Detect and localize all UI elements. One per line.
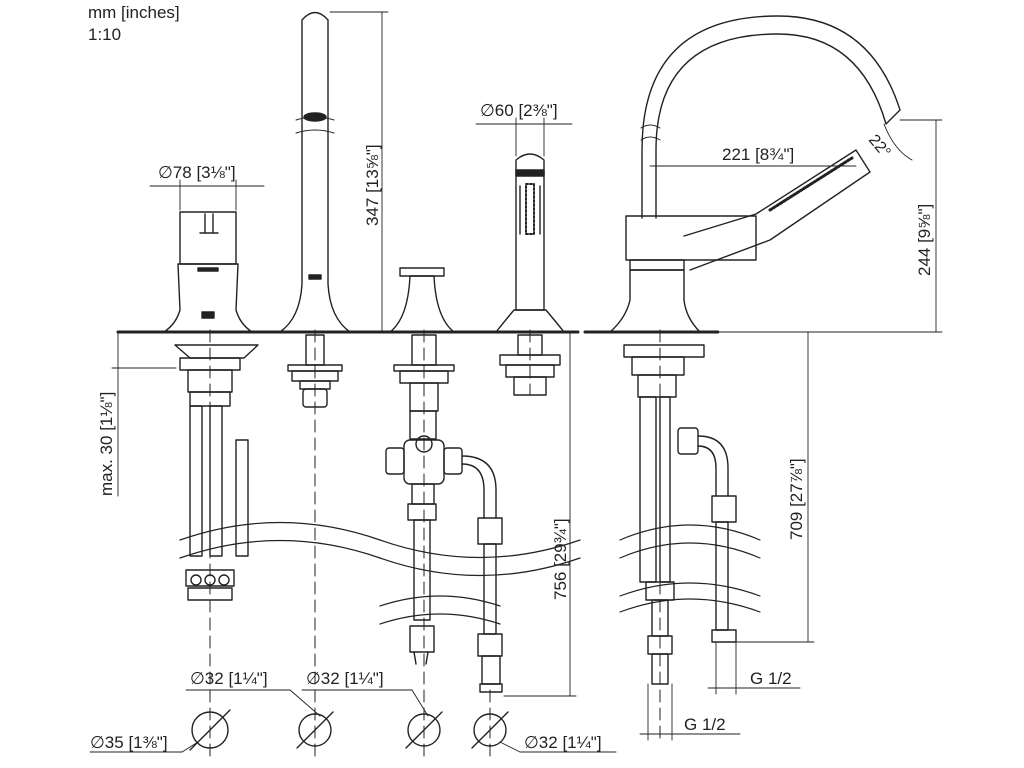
dim-diameter-32-b: ∅32 [1¼"] xyxy=(306,669,384,688)
dim-diameter-32-c: ∅32 [1¼"] xyxy=(524,733,602,752)
break-lines xyxy=(179,521,761,625)
dim-diameter-60: ∅60 [2⅜"] xyxy=(480,101,558,120)
dim-height-709: 709 [27⅞"] xyxy=(787,458,806,540)
dimension-lines xyxy=(89,11,943,753)
mixer-with-spout xyxy=(609,15,901,741)
dim-height-347: 347 [13⅝"] xyxy=(363,144,382,226)
dim-thread-g12-a: G 1/2 xyxy=(750,669,792,688)
bath-spout xyxy=(279,11,351,761)
dim-thread-g12-b: G 1/2 xyxy=(684,715,726,734)
dim-height-756: 756 [29¾"] xyxy=(551,518,570,600)
dim-diameter-35: ∅35 [1⅜"] xyxy=(90,733,168,752)
dim-max-30: max. 30 [1⅛"] xyxy=(97,392,116,496)
units-label: mm [inches] xyxy=(88,3,180,22)
scale-label: 1:10 xyxy=(88,25,122,44)
dim-length-221: 221 [8¾"] xyxy=(722,145,794,164)
dim-height-244: 244 [9⅝"] xyxy=(915,204,934,276)
mixer-control xyxy=(163,211,259,761)
diverter xyxy=(385,267,503,761)
dim-diameter-32-a: ∅32 [1¼"] xyxy=(190,669,268,688)
dim-diameter-78: ∅78 [3⅛"] xyxy=(158,163,236,182)
hole-circles xyxy=(189,709,509,751)
hand-shower xyxy=(495,153,565,396)
